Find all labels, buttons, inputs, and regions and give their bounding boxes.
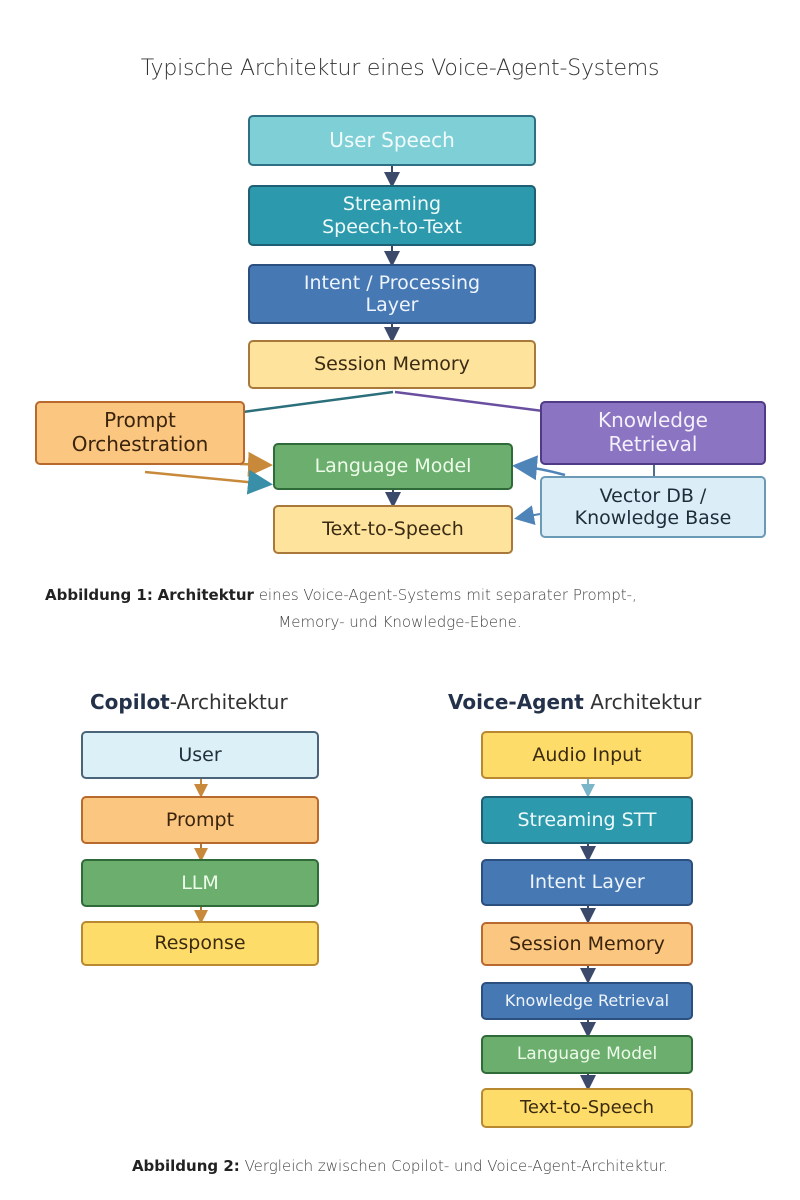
node-streaming-stt: Streaming Speech-to-Text (248, 185, 536, 246)
node-streaming-stt-label-2: Speech-to-Text (322, 215, 462, 238)
figure2-caption-text: Vergleich zwischen Copilot- und Voice-Ag… (239, 1157, 669, 1175)
copilot-title-bold: Copilot (90, 690, 170, 714)
voice-step-language-model: Language Model (481, 1035, 693, 1074)
figure1-caption-line1: Abbildung 1: Architektur eines Voice-Age… (45, 586, 637, 604)
voice-agent-title: Voice-Agent Architektur (448, 690, 701, 714)
node-vector-db: Vector DB / Knowledge Base (540, 476, 766, 538)
voice-step-text-to-speech-label: Text-to-Speech (519, 1097, 655, 1119)
voice-step-audio-input: Audio Input (481, 731, 693, 779)
node-user-speech-label: User Speech (329, 127, 455, 152)
copilot-step-response: Response (81, 921, 319, 966)
node-language-model-label: Language Model (314, 455, 472, 478)
figure1-caption-text1: eines Voice-Agent-Systems mit separater … (253, 586, 637, 604)
node-prompt-orchestration-label-1: Prompt (104, 408, 176, 433)
node-session-memory-label: Session Memory (314, 353, 470, 376)
figure1-caption-line2: Memory- und Knowledge-Ebene. (278, 613, 522, 631)
node-knowledge-retrieval-label-1: Knowledge (598, 408, 708, 433)
node-language-model: Language Model (273, 443, 513, 490)
arrow-vector-to-tts (514, 505, 541, 525)
voice-step-knowledge-retrieval: Knowledge Retrieval (481, 982, 693, 1020)
figure2-caption-label: Abbildung 2: (131, 1157, 240, 1175)
node-prompt-orchestration: Prompt Orchestration (35, 401, 245, 465)
arrow-side-to-lm (144, 469, 273, 495)
node-session-memory: Session Memory (248, 340, 536, 389)
copilot-title-rest: -Architektur (169, 690, 288, 714)
node-knowledge-retrieval-label-2: Retrieval (608, 432, 698, 456)
copilot-title: Copilot-Architektur (90, 690, 288, 714)
voice-step-knowledge-retrieval-label: Knowledge Retrieval (504, 990, 670, 1010)
voice-step-session-memory-label: Session Memory (509, 932, 665, 955)
copilot-step-prompt: Prompt (81, 796, 319, 844)
node-vector-db-label-1: Vector DB / (599, 484, 707, 507)
figure2-caption: Abbildung 2: Vergleich zwischen Copilot-… (0, 1157, 800, 1175)
figure1-caption-label: Abbildung 1: (45, 586, 153, 604)
voice-step-streaming-stt: Streaming STT (481, 796, 693, 844)
voice-step-session-memory: Session Memory (481, 922, 693, 966)
copilot-step-user: User (81, 731, 319, 779)
node-text-to-speech: Text-to-Speech (273, 505, 513, 554)
arrow-prompt-to-lm (239, 451, 273, 477)
voice-step-language-model-label: Language Model (516, 1044, 658, 1065)
voice-step-intent-layer: Intent Layer (481, 859, 693, 906)
node-user-speech: User Speech (248, 115, 536, 166)
copilot-step-response-label: Response (154, 932, 246, 955)
copilot-step-prompt-label: Prompt (165, 808, 235, 831)
node-text-to-speech-label: Text-to-Speech (322, 518, 464, 541)
figure1-title: Typische Architektur eines Voice-Agent-S… (140, 56, 660, 81)
node-intent-layer-label-2: Layer (365, 294, 419, 316)
node-intent-layer: Intent / Processing Layer (248, 264, 536, 324)
node-vector-db-label-2: Knowledge Base (574, 507, 732, 529)
voice-step-streaming-stt-label: Streaming STT (517, 808, 657, 831)
copilot-step-llm-label: LLM (181, 871, 219, 894)
voice-step-audio-input-label: Audio Input (532, 743, 642, 766)
arrow-vector-to-lm (512, 455, 566, 481)
voice-step-text-to-speech: Text-to-Speech (481, 1088, 693, 1128)
node-streaming-stt-label-1: Streaming (342, 193, 442, 216)
figure1-caption-bold: Architektur (157, 586, 254, 604)
node-knowledge-retrieval: Knowledge Retrieval (540, 401, 766, 465)
voice-agent-title-bold: Voice-Agent (448, 690, 584, 714)
copilot-step-user-label: User (178, 743, 222, 766)
voice-agent-title-rest: Architektur (583, 690, 702, 714)
node-intent-layer-label-1: Intent / Processing (303, 271, 481, 294)
copilot-step-llm: LLM (81, 859, 319, 907)
node-prompt-orchestration-label-2: Orchestration (71, 432, 209, 456)
voice-step-intent-layer-label: Intent Layer (529, 871, 645, 894)
line-memory-to-knowledge (394, 390, 544, 413)
line-memory-to-prompt (242, 390, 394, 414)
